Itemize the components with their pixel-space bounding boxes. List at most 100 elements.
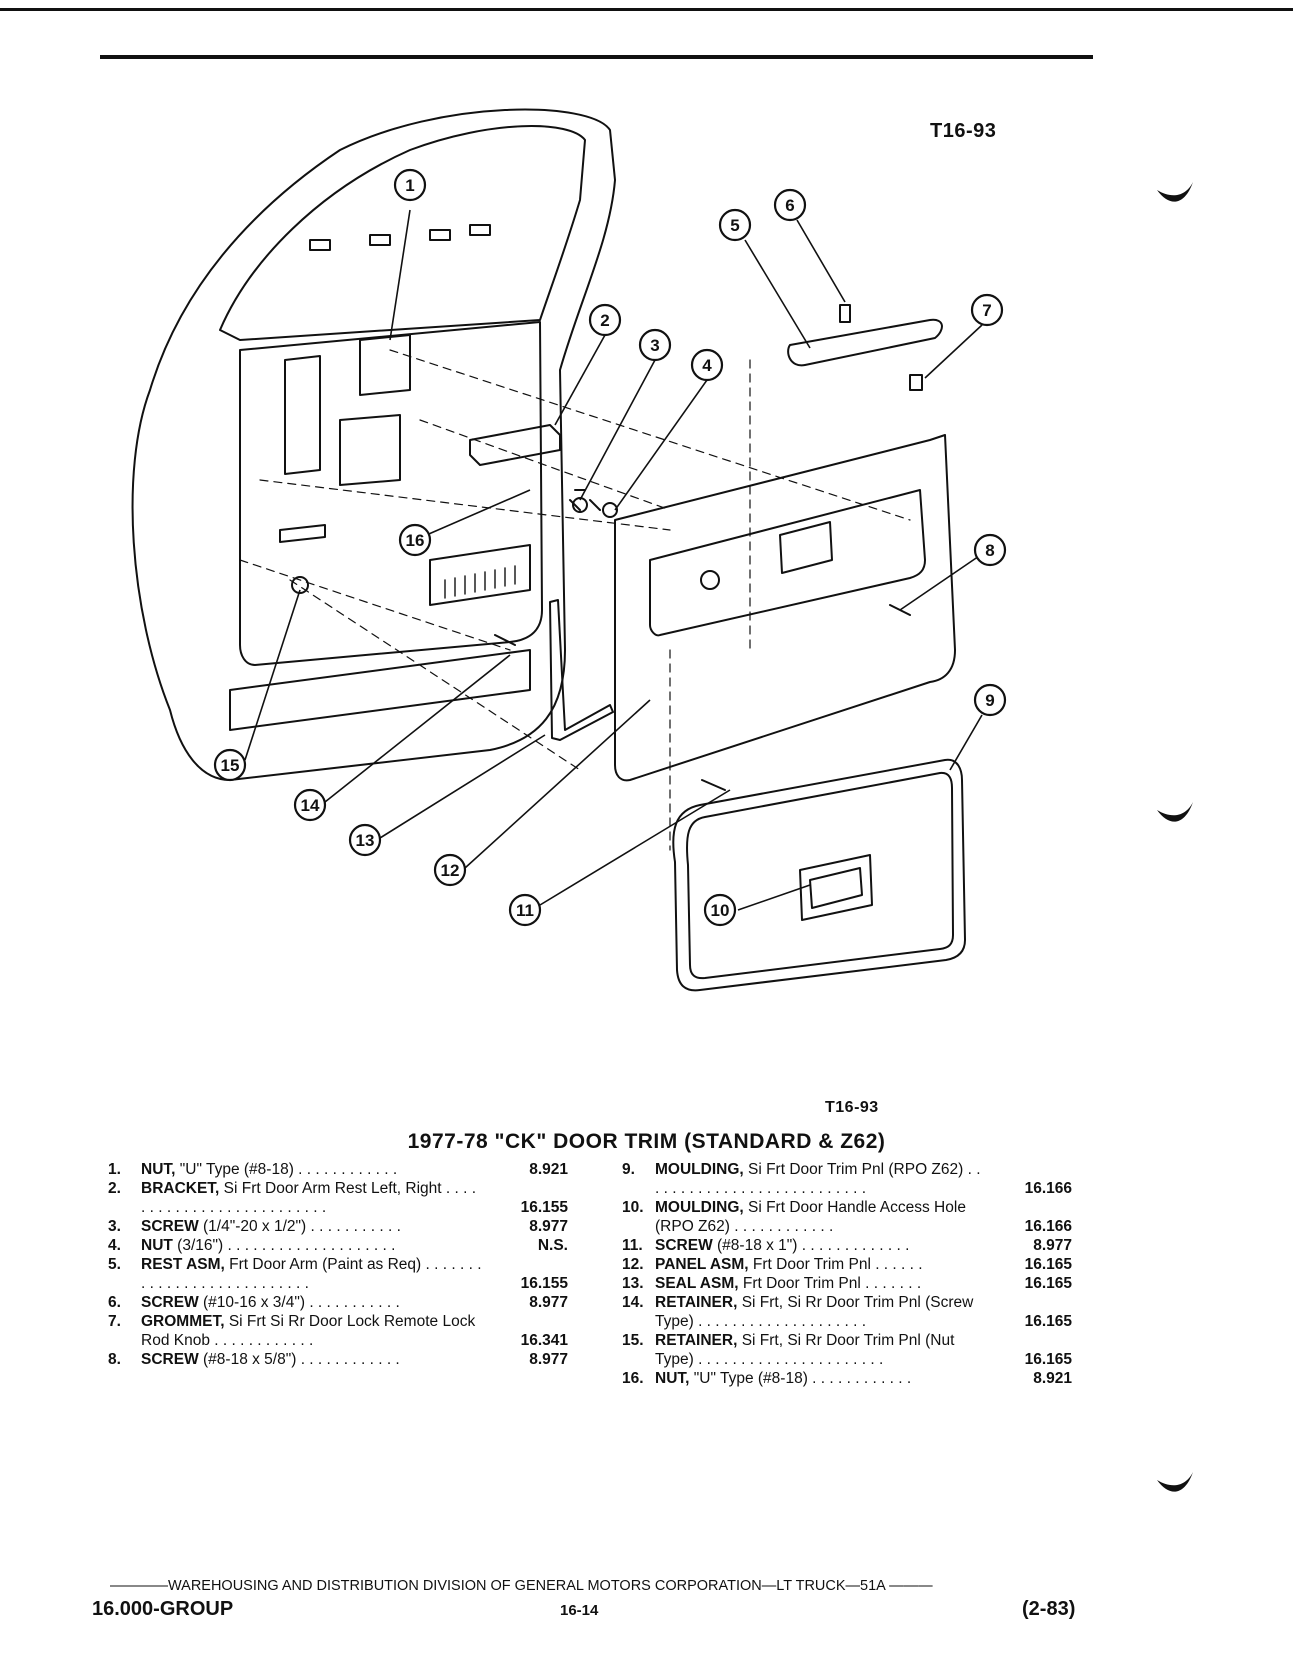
part-reference: 16.165 [1024, 1313, 1072, 1330]
callout-1: 1 [393, 168, 427, 202]
part-name: SCREW [141, 1294, 199, 1311]
part-detail: (#10-16 x 3/4") . . . . . . . . . . . [198, 1294, 400, 1311]
page-title: 1977-78 "CK" DOOR TRIM (STANDARD & Z62) [407, 1130, 886, 1153]
top-border-rule [0, 8, 1293, 11]
callout-10: 10 [703, 893, 737, 927]
part-description: SCREW (#8-18 x 5/8") . . . . . . . . . .… [141, 1350, 482, 1369]
part-reference: 16.155 [520, 1199, 568, 1216]
part-detail: Frt Door Trim Pnl . . . . . . . [738, 1275, 922, 1292]
part-name: GROMMET, [141, 1313, 225, 1330]
part-number: 1. [108, 1161, 121, 1178]
callout-number: 12 [441, 861, 460, 880]
callout-number: 9 [985, 691, 994, 710]
header-rule [100, 55, 1093, 59]
part-name: SCREW [655, 1237, 713, 1254]
part-description: SCREW (#8-18 x 1") . . . . . . . . . . .… [655, 1236, 986, 1255]
callout-11: 11 [508, 893, 542, 927]
arm-rest [787, 318, 943, 367]
part-description: MOULDING, Si Frt Door Handle Access Hole… [655, 1198, 986, 1236]
part-detail: (#8-18 x 1") . . . . . . . . . . . . . [712, 1237, 910, 1254]
part-reference: 16.155 [520, 1275, 568, 1292]
callout-number: 6 [785, 196, 794, 215]
part-detail: Frt Door Arm (Paint as Req) . . . . . . … [141, 1256, 482, 1292]
part-reference: 8.977 [529, 1294, 568, 1311]
callout-14: 14 [293, 788, 327, 822]
part-name: RETAINER, [655, 1332, 738, 1349]
part-row: 15.RETAINER, Si Frt, Si Rr Door Trim Pnl… [622, 1331, 1072, 1369]
part-name: NUT, [655, 1370, 690, 1387]
part-number: 13. [622, 1275, 644, 1292]
part-reference: 16.165 [1024, 1275, 1072, 1292]
callout-13: 13 [348, 823, 382, 857]
callout-number: 8 [985, 541, 994, 560]
part-name: NUT [141, 1237, 173, 1254]
part-description: GROMMET, Si Frt Si Rr Door Lock Remote L… [141, 1312, 482, 1350]
part-row: 9. MOULDING, Si Frt Door Trim Pnl (RPO Z6… [622, 1160, 1072, 1198]
binder-mark-icon [1157, 802, 1193, 822]
part-reference: 8.977 [529, 1218, 568, 1235]
binder-mark-icon [1157, 182, 1193, 202]
part-row: 11. SCREW (#8-18 x 1") . . . . . . . . . … [622, 1236, 1072, 1255]
part-description: NUT (3/16") . . . . . . . . . . . . . . … [141, 1236, 482, 1255]
part-reference: 16.166 [1024, 1218, 1072, 1235]
part-detail: Si Frt Si Rr Door Lock Remote Lock Rod K… [141, 1313, 476, 1349]
part-row: 4.NUT (3/16") . . . . . . . . . . . . . … [108, 1236, 568, 1255]
part-row: 6. SCREW (#10-16 x 3/4") . . . . . . . . … [108, 1293, 568, 1312]
part-number: 11. [622, 1237, 643, 1254]
part-row: 10.MOULDING, Si Frt Door Handle Access H… [622, 1198, 1072, 1236]
part-description: PANEL ASM, Frt Door Trim Pnl . . . . . . [655, 1255, 986, 1274]
callout-number: 10 [711, 901, 730, 920]
callout-number: 13 [356, 831, 375, 850]
part-number: 8. [108, 1351, 121, 1368]
part-reference: 16.341 [520, 1332, 568, 1349]
part-number: 9. [622, 1161, 635, 1178]
callout-2: 2 [588, 303, 622, 337]
arm-rest-bracket [469, 424, 561, 466]
callout-number: 3 [650, 336, 659, 355]
callout-number: 15 [221, 756, 240, 775]
parts-list-right: 9. MOULDING, Si Frt Door Trim Pnl (RPO Z6… [622, 1160, 1072, 1388]
callout-5: 5 [718, 208, 752, 242]
part-reference: 16.165 [1024, 1351, 1072, 1368]
door-shell [131, 108, 616, 781]
callout-4: 4 [690, 348, 724, 382]
trim-panel-seal [549, 599, 614, 741]
trim-panel-moulding [672, 758, 966, 992]
part-name: SEAL ASM, [655, 1275, 739, 1292]
callout-number: 14 [301, 796, 320, 815]
part-reference: N.S. [537, 1237, 568, 1254]
part-detail: Si Frt Door Trim Pnl (RPO Z62) . . . . .… [655, 1161, 981, 1197]
part-detail: "U" Type (#8-18) . . . . . . . . . . . . [689, 1370, 912, 1387]
handle-access-moulding [799, 854, 873, 921]
part-description: NUT, "U" Type (#8-18) . . . . . . . . . … [655, 1369, 986, 1388]
part-name: MOULDING, [655, 1161, 744, 1178]
part-row: 7.GROMMET, Si Frt Si Rr Door Lock Remote… [108, 1312, 568, 1350]
handle-cup [779, 521, 833, 574]
part-number: 16. [622, 1370, 644, 1387]
part-description: SCREW (#10-16 x 3/4") . . . . . . . . . … [141, 1293, 482, 1312]
part-description: MOULDING, Si Frt Door Trim Pnl (RPO Z62)… [655, 1160, 986, 1198]
part-row: 5. REST ASM, Frt Door Arm (Paint as Req) … [108, 1255, 568, 1293]
part-name: RETAINER, [655, 1294, 738, 1311]
part-number: 2. [108, 1180, 121, 1197]
part-detail: Si Frt, Si Rr Door Trim Pnl (Nut Type) .… [655, 1332, 955, 1368]
part-row: 1.NUT, "U" Type (#8-18) . . . . . . . . … [108, 1160, 568, 1179]
part-number: 6. [108, 1294, 121, 1311]
figure-code-bottom: T16-93 [825, 1099, 879, 1116]
part-row: 12. PANEL ASM, Frt Door Trim Pnl . . . . … [622, 1255, 1072, 1274]
callout-15: 15 [213, 748, 247, 782]
part-reference: 8.921 [529, 1161, 568, 1178]
part-name: PANEL ASM, [655, 1256, 749, 1273]
part-description: SEAL ASM, Frt Door Trim Pnl . . . . . . … [655, 1274, 986, 1293]
part-number: 5. [108, 1256, 121, 1273]
part-number: 12. [622, 1256, 644, 1273]
part-reference: 8.977 [529, 1351, 568, 1368]
callout-7: 7 [970, 293, 1004, 327]
part-detail: (#8-18 x 5/8") . . . . . . . . . . . . [198, 1351, 400, 1368]
callout-6: 6 [773, 188, 807, 222]
part-number: 14. [622, 1294, 644, 1311]
part-name: REST ASM, [141, 1256, 225, 1273]
part-name: SCREW [141, 1218, 199, 1235]
parts-list-left: 1.NUT, "U" Type (#8-18) . . . . . . . . … [108, 1160, 568, 1369]
